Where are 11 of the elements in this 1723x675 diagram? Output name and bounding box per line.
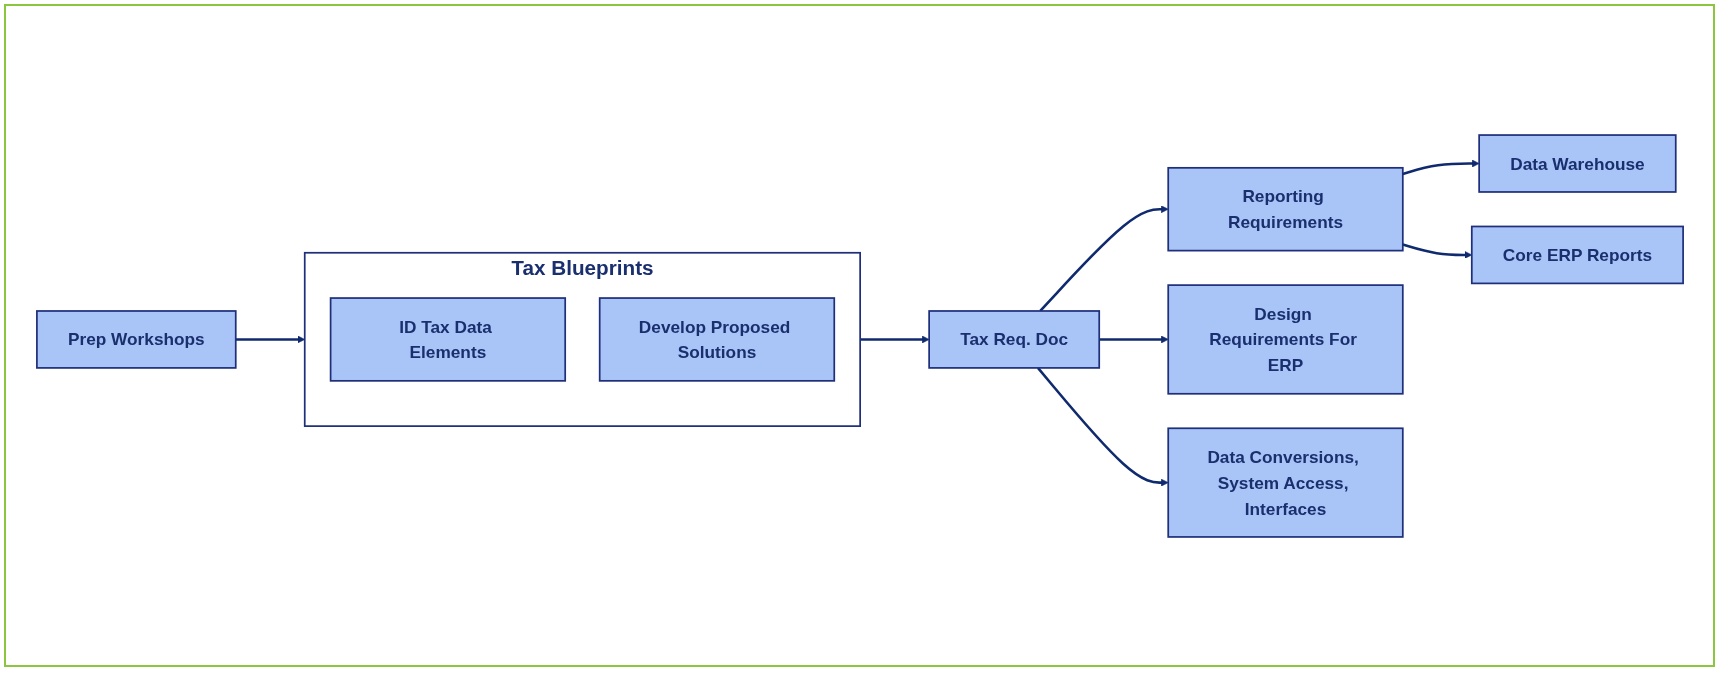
arrow [859, 335, 929, 343]
node-box: Design Requirements For ERP [1166, 283, 1404, 395]
node-box: Tax Req. Doc [927, 309, 1100, 369]
node-box: ID Tax Data Elements [329, 296, 566, 382]
arrow [235, 335, 305, 343]
node-box: Core ERP Reports [1470, 225, 1684, 284]
node-box: Data Conversions, System Access, Interfaces [1166, 426, 1404, 538]
node-box: Reporting Requirements [1166, 166, 1404, 251]
node-box: Prep Workshops [35, 309, 237, 369]
node-box: Develop Proposed Solutions [598, 296, 835, 382]
node-box: Data Warehouse [1477, 133, 1677, 193]
